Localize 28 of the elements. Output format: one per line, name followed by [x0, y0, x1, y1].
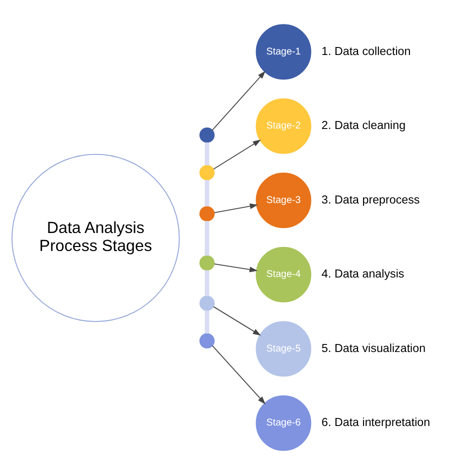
node-label: 1. Data collection	[322, 44, 411, 58]
connector	[204, 270, 210, 296]
node-circle	[199, 164, 215, 180]
connector	[204, 310, 210, 333]
connector	[204, 142, 210, 165]
node-circle: Stage-5	[256, 320, 312, 376]
node-circle	[199, 206, 215, 221]
arrow	[212, 344, 266, 404]
arrow	[214, 202, 258, 213]
node-circle	[199, 254, 215, 270]
node-label: 4. Data analysis	[322, 267, 404, 280]
arrow	[214, 263, 258, 272]
connector	[204, 220, 210, 256]
connector	[204, 180, 210, 206]
node-circle	[199, 126, 215, 142]
arrow	[213, 139, 261, 170]
node-label: 3. Data preprocess	[322, 192, 420, 206]
node-circle	[199, 295, 215, 310]
node-circle: Data Analysis Process Stages	[12, 153, 180, 322]
node-circle: Stage-4	[256, 246, 312, 302]
node-circle: Stage-2	[256, 98, 312, 154]
arrow	[212, 70, 266, 130]
node-label: 2. Data cleaning	[322, 118, 406, 132]
node-circle: Stage-3	[256, 172, 312, 228]
node-label: 5. Data visualization	[322, 341, 426, 354]
node-circle	[199, 332, 215, 348]
arrow	[213, 306, 261, 336]
node-label: 6. Data interpretation	[322, 416, 430, 429]
